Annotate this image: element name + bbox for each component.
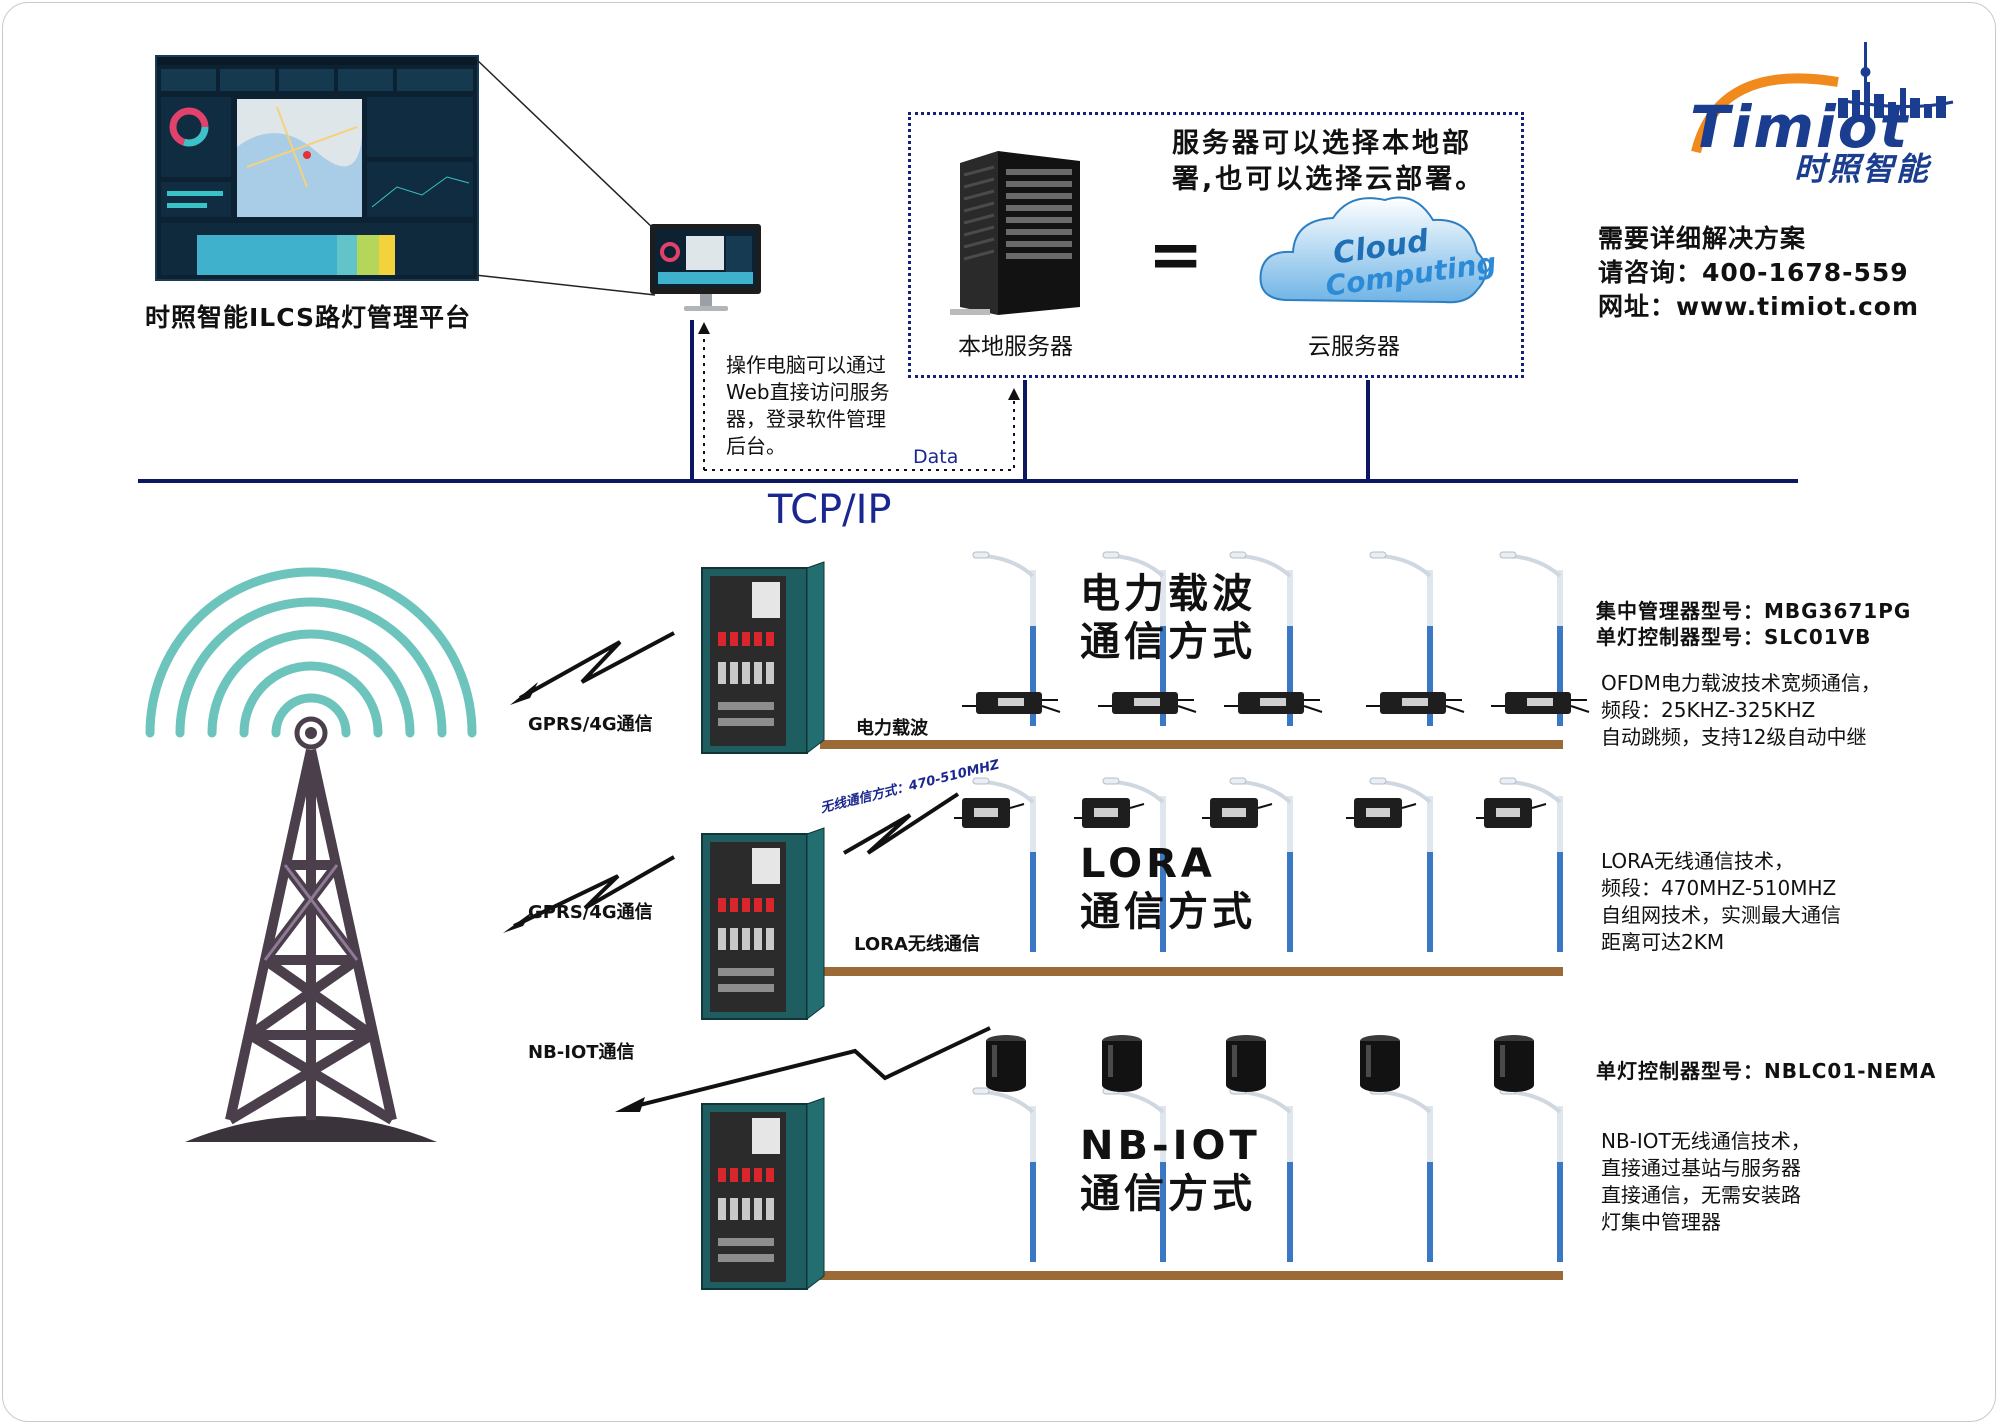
bus-label-plc: 电力载波 [856, 718, 928, 739]
platform-title: 时照智能ILCS路灯管理平台 [145, 303, 472, 332]
equals-sign: = [1148, 216, 1204, 293]
contact-website[interactable]: 网址：www.timiot.com [1598, 292, 1919, 321]
uplink-label-lora: GPRS/4G通信 [528, 902, 653, 923]
ground-bar-lora [820, 967, 1563, 976]
timiot-logo: Timiot 时照智能 [1688, 42, 1958, 188]
bus-label-lora: LORA无线通信 [854, 934, 980, 955]
data-flow-path [704, 395, 1015, 471]
uplink-label-nbiot: NB-IOT通信 [528, 1042, 635, 1063]
section-nbiot-title: NB-IOT 通信方式 [1080, 1123, 1261, 1217]
concentrator-cabinet-lora [701, 827, 825, 1020]
server-deployment-box [908, 112, 1524, 378]
ground-bar-nbiot [820, 1271, 1563, 1280]
field-network-drawing [145, 550, 1590, 1290]
local-server-label: 本地服务器 [958, 334, 1073, 360]
network-diagram-lines [138, 320, 1798, 483]
monitor-icon[interactable] [648, 220, 763, 324]
tcp-ip-label: TCP/IP [768, 487, 892, 533]
cloud-icon: Cloud Computing [1255, 190, 1498, 320]
concentrator-cabinet-nbiot [701, 1097, 825, 1290]
contact-line-1: 需要详细解决方案 [1598, 224, 1807, 253]
data-flow-label: Data [913, 446, 959, 468]
section-plc-title: 电力载波 通信方式 [1080, 571, 1256, 665]
uplink-arrows [513, 631, 991, 1110]
logo-subtitle: 时照智能 [1794, 150, 1931, 188]
logo-wordmark: Timiot [1690, 93, 1910, 161]
ground-bar-plc [820, 740, 1563, 749]
cell-tower-icon [145, 567, 477, 1142]
section-nbiot-models: 单灯控制器型号：NBLC01-NEMA [1596, 1059, 1937, 1083]
uplink-label-plc: GPRS/4G通信 [528, 714, 653, 735]
cloud-server-label: 云服务器 [1308, 334, 1400, 360]
section-lora-title: LORA 通信方式 [1080, 841, 1256, 935]
section-plc-models: 集中管理器型号：MBG3671PG 单灯控制器型号：SLC01VB [1596, 599, 1912, 649]
server-deployment-caption: 服务器可以选择本地部 署,也可以选择云部署。 [1172, 128, 1486, 195]
zoom-lines [474, 57, 656, 296]
contact-phone[interactable]: 请咨询：400-1678-559 [1598, 258, 1909, 287]
section-lora-description: LORA无线通信技术， 频段：470MHZ-510MHZ 自组网技术，实测最大通… [1601, 849, 1841, 954]
web-access-note: 操作电脑可以通过 Web直接访问服务 器，登录软件管理 后台。 [726, 353, 890, 458]
server-rack-icon [950, 145, 1090, 324]
concentrator-cabinet-plc [701, 561, 825, 754]
platform-dashboard-screenshot [155, 55, 479, 281]
section-nbiot-description: NB-IOT无线通信技术， 直接通过基站与服务器 直接通信，无需安装路 灯集中管… [1601, 1129, 1811, 1234]
section-plc-description: OFDM电力载波技术宽频通信， 频段：25KHZ-325KHZ 自动跳频，支持1… [1601, 671, 1881, 749]
